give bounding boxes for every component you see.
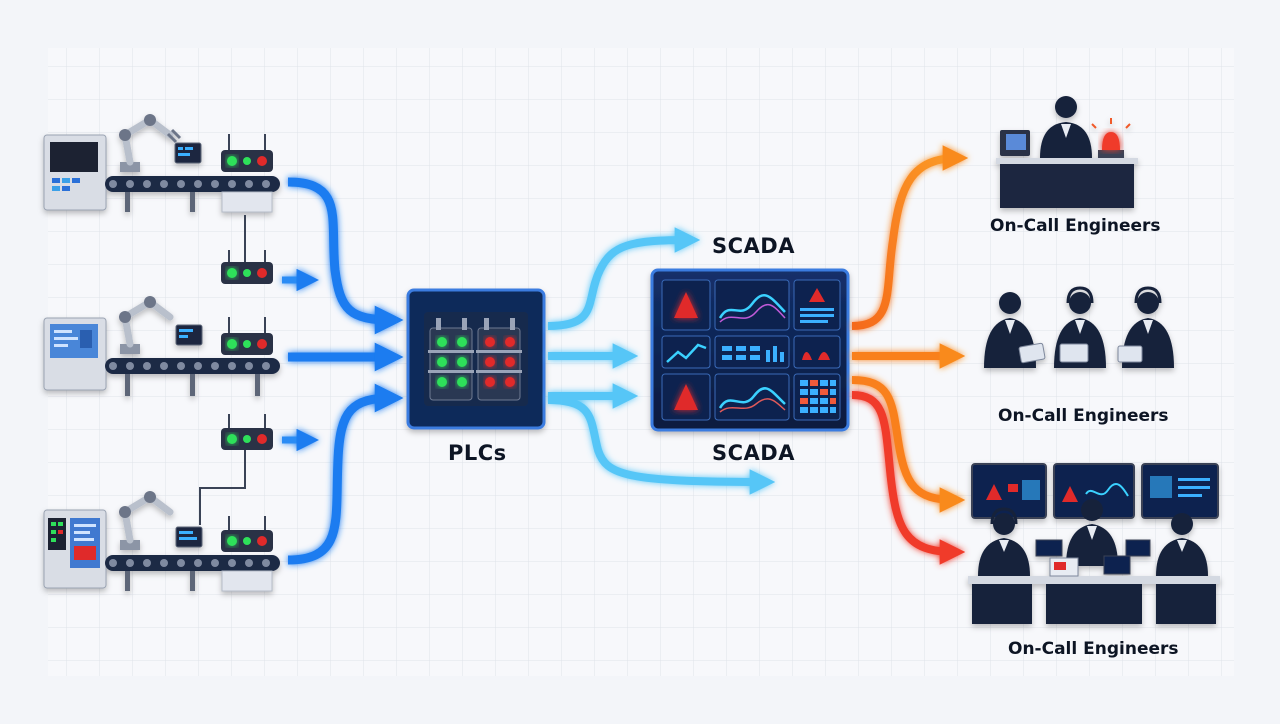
headset-icon bbox=[1066, 286, 1094, 304]
arrow-scada-to-oncall-3b bbox=[851, 391, 966, 565]
headset-icon bbox=[1134, 286, 1162, 304]
trend-chart-icon bbox=[666, 343, 707, 363]
oncall-group-2 bbox=[984, 286, 1174, 368]
plc-label: PLCs bbox=[448, 441, 507, 465]
alarm-icon bbox=[802, 352, 830, 360]
arrow-line1-to-plc bbox=[287, 177, 404, 335]
robot-arm-icon bbox=[119, 491, 174, 550]
monitor-wall bbox=[971, 463, 1219, 519]
alarm-beacon-icon bbox=[1091, 118, 1131, 158]
router-2 bbox=[221, 215, 273, 284]
headset-icon bbox=[990, 507, 1018, 525]
scada-dashboard bbox=[650, 268, 850, 432]
warning-icon bbox=[809, 288, 825, 302]
arrow-scada-to-oncall-1 bbox=[851, 145, 969, 330]
plc-rack-red bbox=[476, 318, 522, 401]
engineer-figure bbox=[1054, 286, 1106, 368]
blue-flow-arrows bbox=[282, 177, 404, 565]
engineer-figure bbox=[978, 507, 1030, 576]
robot-arm-icon bbox=[119, 114, 182, 172]
warning-icon bbox=[674, 292, 698, 318]
engineer-figure bbox=[1049, 499, 1131, 577]
engineer-figure bbox=[984, 292, 1046, 368]
heatmap-grid bbox=[800, 380, 836, 413]
arrow-scada-to-oncall-3a bbox=[851, 376, 966, 513]
robot-arm-icon bbox=[119, 296, 174, 354]
production-line-1 bbox=[43, 114, 280, 213]
scada-label-top: SCADA bbox=[712, 234, 795, 258]
trend-chart-icon bbox=[718, 294, 786, 319]
cyan-flow-arrows bbox=[547, 227, 776, 495]
arrow-plc-to-scada-bottom bbox=[547, 396, 776, 495]
router-5 bbox=[221, 516, 273, 552]
production-line-3 bbox=[43, 491, 280, 592]
router-3 bbox=[221, 317, 273, 355]
warning-icon bbox=[674, 384, 698, 410]
router-1 bbox=[221, 134, 273, 172]
oncall-group-3 bbox=[968, 463, 1220, 624]
oncall-label-3: On-Call Engineers bbox=[1008, 639, 1179, 659]
oncall-group-1 bbox=[996, 96, 1138, 208]
engineer-figure bbox=[1040, 96, 1092, 158]
oncall-label-2: On-Call Engineers bbox=[998, 406, 1169, 426]
engineer-figure bbox=[1125, 513, 1208, 576]
production-line-2 bbox=[43, 296, 280, 396]
engineer-figure bbox=[1117, 286, 1174, 368]
phone-icon bbox=[1000, 130, 1030, 156]
scada-label-bottom: SCADA bbox=[712, 441, 795, 465]
arrow-plc-to-scada-top bbox=[547, 227, 701, 330]
oncall-label-1: On-Call Engineers bbox=[990, 216, 1161, 236]
alert-flow-arrows bbox=[851, 145, 969, 565]
plc-module bbox=[406, 288, 546, 430]
trend-chart-icon bbox=[718, 387, 786, 409]
plc-rack-green bbox=[428, 318, 474, 401]
arrow-line3-to-plc bbox=[287, 383, 404, 565]
router-4 bbox=[199, 414, 273, 525]
